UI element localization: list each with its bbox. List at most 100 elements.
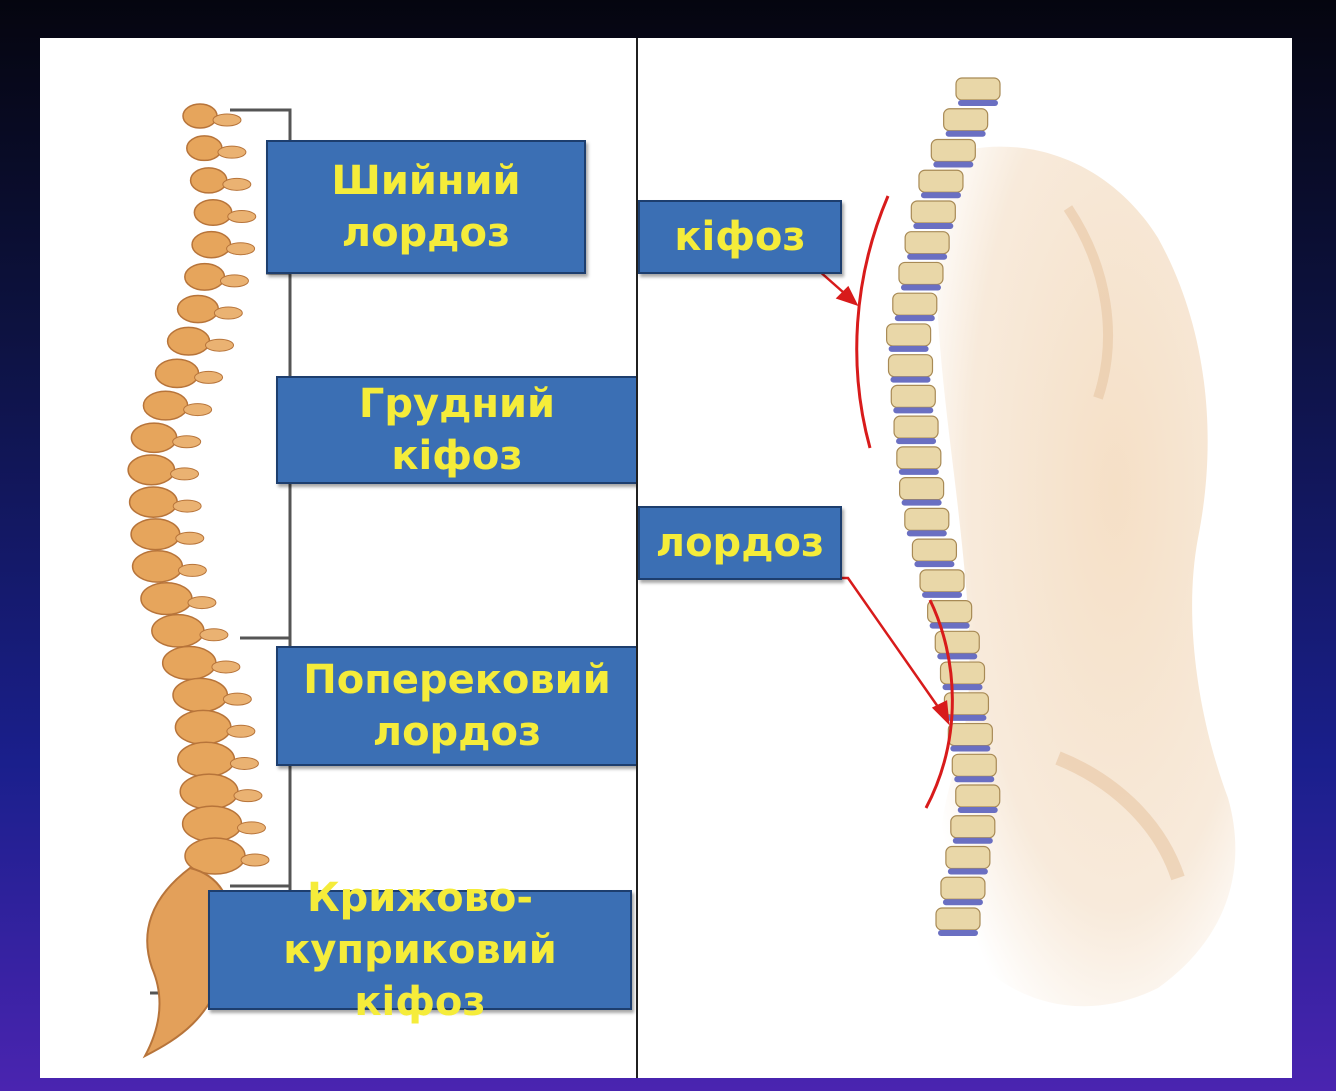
disc [943, 684, 983, 690]
vertebra [183, 104, 217, 128]
spinous-process [223, 178, 251, 190]
disc [899, 469, 939, 475]
disc [930, 623, 970, 629]
spinous-process [230, 757, 258, 769]
slide: Шийний лордоз Грудний кіфоз Поперековий … [40, 38, 1292, 1078]
vertebra [900, 478, 944, 500]
spinous-process [173, 436, 201, 448]
lumbar-lordosis-label: Поперековий лордоз [276, 646, 638, 766]
vertebra [187, 136, 222, 161]
vertebra [912, 539, 956, 561]
vertebra [887, 324, 931, 346]
spinous-process [220, 275, 248, 287]
vertebra [156, 359, 199, 387]
disc [954, 776, 994, 782]
vertebra [905, 232, 949, 254]
disc [933, 161, 973, 167]
vertebra [175, 710, 230, 744]
vertebra [178, 295, 219, 322]
disc [921, 192, 961, 198]
vertebra [194, 200, 231, 226]
kyphosis-curve [857, 196, 888, 448]
vertebra [951, 816, 995, 838]
vertebra [168, 327, 210, 355]
disc [893, 407, 933, 413]
vertebra [905, 508, 949, 530]
vertebra [192, 232, 231, 258]
vertebra [128, 455, 174, 485]
vertebra [946, 847, 990, 869]
vertebra [889, 355, 933, 377]
vertebra [919, 170, 963, 192]
spinous-process [237, 822, 265, 834]
vertebra [920, 570, 964, 592]
vertebra [956, 785, 1000, 807]
spinous-process [176, 532, 204, 544]
disc [950, 746, 990, 752]
spinous-process [218, 146, 246, 158]
disc [902, 500, 942, 506]
vertebra [143, 391, 187, 420]
vertebra [893, 293, 937, 315]
disc [943, 899, 983, 905]
lordosis-arrow [678, 578, 943, 714]
spinous-process [200, 629, 228, 641]
disc [889, 346, 929, 352]
disc [946, 131, 986, 137]
disc [953, 838, 993, 844]
vertebra [894, 416, 938, 438]
vertebra [952, 754, 996, 776]
vertebra [173, 678, 227, 711]
vertebra [131, 423, 176, 452]
left-panel: Шийний лордоз Грудний кіфоз Поперековий … [40, 38, 636, 1078]
spinous-process [227, 725, 255, 737]
disc [958, 807, 998, 813]
spinous-process [188, 597, 216, 609]
disc [938, 930, 978, 936]
spinous-process [206, 339, 234, 351]
disc [901, 284, 941, 290]
vertebra [183, 806, 242, 841]
spinous-process [195, 371, 223, 383]
disc [896, 438, 936, 444]
vertebra [191, 168, 227, 193]
right-panel: кіфоз лордоз [638, 38, 1292, 1078]
spinous-process [234, 790, 262, 802]
spinous-process [228, 211, 256, 223]
vertebra [897, 447, 941, 469]
kyphosis-label: кіфоз [638, 200, 842, 274]
vertebra [956, 78, 1000, 100]
vertebra [131, 519, 180, 550]
disc [891, 377, 931, 383]
spinous-process [178, 564, 206, 576]
vertebra [130, 487, 178, 517]
vertebra [178, 742, 235, 776]
vertebra [936, 908, 980, 930]
disc [895, 315, 935, 321]
disc [937, 653, 977, 659]
vertebra [185, 264, 225, 291]
vertebra [948, 724, 992, 746]
vertebra [931, 139, 975, 161]
vertebra [911, 201, 955, 223]
vertebra [941, 877, 985, 899]
vertebra [152, 615, 204, 647]
thoracic-kyphosis-label: Грудний кіфоз [276, 376, 638, 484]
vertebra [944, 109, 988, 131]
disc [958, 100, 998, 106]
cervical-lordosis-label: Шийний лордоз [266, 140, 586, 274]
vertebra [941, 662, 985, 684]
disc [922, 592, 962, 598]
vertebra [899, 262, 943, 284]
vertebrae-group [128, 104, 269, 874]
vertebra [133, 551, 183, 582]
vertebra [163, 647, 216, 680]
spinous-process [213, 114, 241, 126]
disc [907, 254, 947, 260]
vertebra [891, 385, 935, 407]
disc [907, 530, 947, 536]
sacrococcygeal-kyphosis-label: Крижово- куприковий кіфоз [208, 890, 632, 1010]
spinous-process [227, 243, 255, 255]
spinous-process [173, 500, 201, 512]
disc [948, 869, 988, 875]
